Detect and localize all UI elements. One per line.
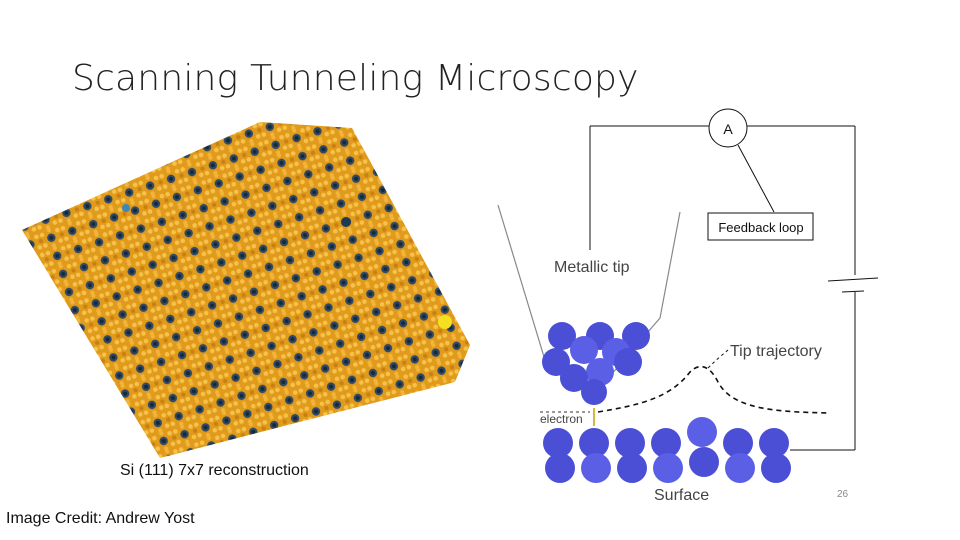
tip-trajectory-path (597, 365, 831, 414)
feedback-loop-box (707, 212, 814, 241)
metallic-tip-label: Metallic tip (554, 259, 630, 276)
ammeter-label: A (723, 121, 733, 137)
electron-label: electron (540, 412, 583, 426)
surface-atoms (543, 417, 791, 483)
slide-number: 26 (837, 489, 849, 500)
ammeter-icon (708, 108, 748, 148)
circuit-wires (589, 125, 879, 451)
image-credit: Image Credit: Andrew Yost (6, 510, 195, 527)
tip-atoms (542, 322, 650, 405)
feedback-loop-label: Feedback loop (718, 220, 803, 235)
slide-title: Scanning Tunneling Microscopy (72, 58, 639, 99)
surface-label: Surface (654, 487, 709, 504)
tip-trajectory-label: Tip trajectory (730, 343, 822, 360)
image-caption: Si (111) 7x7 reconstruction (120, 462, 309, 479)
adatom-highlight (438, 315, 452, 329)
